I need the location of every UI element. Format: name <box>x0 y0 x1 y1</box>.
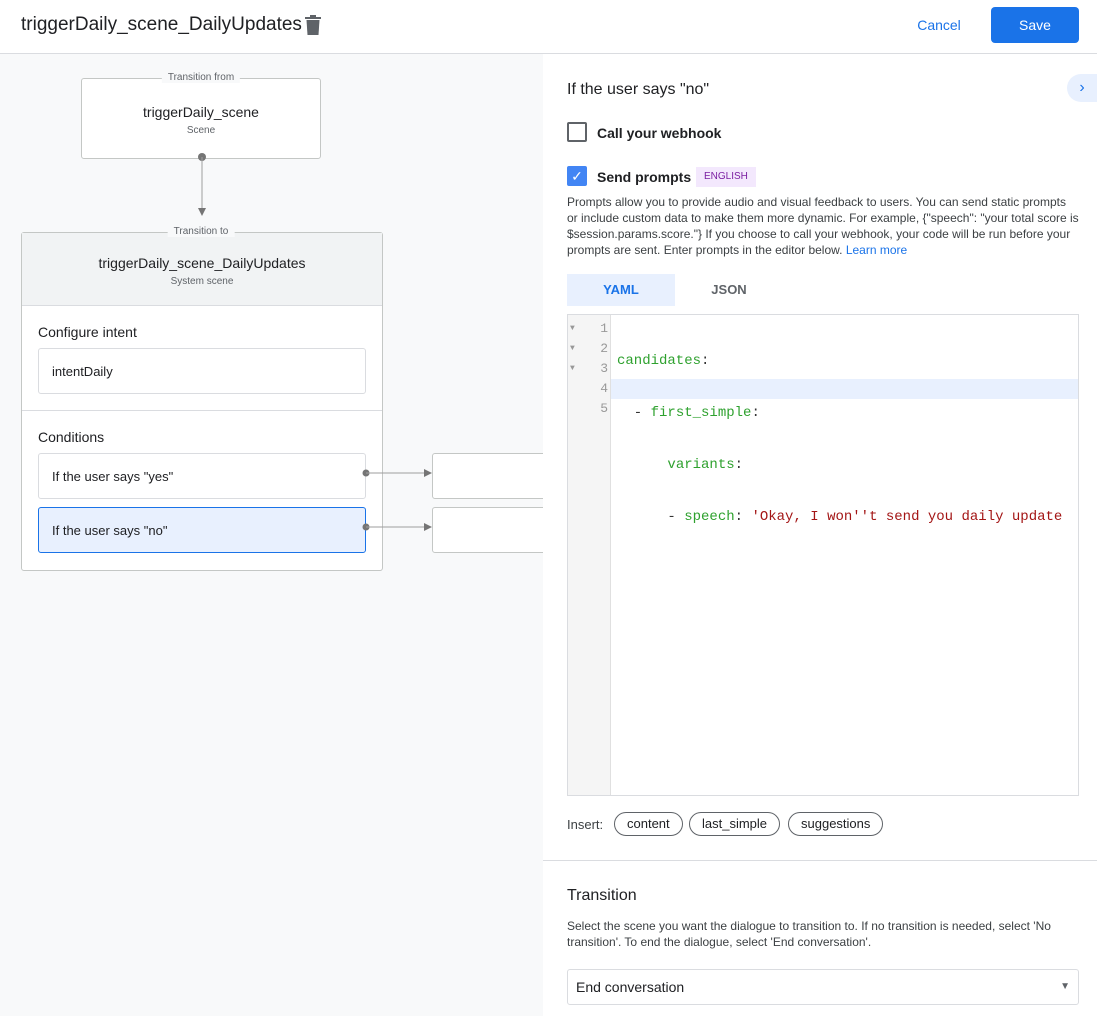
transition-to-label: Transition to <box>167 226 235 237</box>
prompts-description: Prompts allow you to provide audio and v… <box>567 195 1079 257</box>
configure-intent-heading: Configure intent <box>38 324 137 340</box>
connector-arrow <box>198 153 206 216</box>
send-prompts-label: Send prompts <box>597 169 692 185</box>
target-node-yes[interactable] <box>432 453 543 499</box>
code-content: candidates: - first_simple: variants: - … <box>617 353 1063 525</box>
trash-icon[interactable] <box>305 15 321 35</box>
insert-chip-suggestions[interactable]: suggestions <box>788 812 884 836</box>
transition-select[interactable]: End conversation▼ <box>567 969 1079 1005</box>
transition-from-label: Transition from <box>161 72 241 83</box>
from-scene-name: triggerDaily_scene <box>143 104 259 120</box>
divider <box>543 860 1097 861</box>
cancel-button[interactable]: Cancel <box>904 7 974 43</box>
condition-no[interactable]: If the user says "no" <box>38 507 366 553</box>
insert-chip-last-simple[interactable]: last_simple <box>689 812 781 836</box>
conditions-heading: Conditions <box>38 429 105 445</box>
collapse-panel-chevron-icon[interactable]: › <box>1067 74 1097 102</box>
intent-item[interactable]: intentDaily <box>38 348 366 394</box>
insert-chip-content[interactable]: content <box>614 812 683 836</box>
language-badge: ENGLISH <box>696 167 756 187</box>
from-scene-type: Scene <box>186 125 216 136</box>
tab-json[interactable]: JSON <box>711 282 747 297</box>
to-scene-name: triggerDaily_scene_DailyUpdates <box>98 255 306 271</box>
dropdown-arrow-icon: ▼ <box>1060 981 1070 992</box>
send-prompts-checkbox[interactable]: ✓ <box>567 166 587 186</box>
tab-yaml[interactable]: YAML <box>567 274 675 306</box>
code-editor[interactable]: ▼1 ▼2 ▼3 4 5 candidates: - first_simple:… <box>567 314 1079 796</box>
target-node-no[interactable] <box>432 507 543 553</box>
condition-yes[interactable]: If the user says "yes" <box>38 453 366 499</box>
scene-canvas: triggerDaily_scene Scene Transition from… <box>0 54 543 1016</box>
webhook-label: Call your webhook <box>597 125 722 141</box>
condition-connectors <box>362 469 432 531</box>
to-scene-type: System scene <box>170 276 234 287</box>
panel-heading: If the user says "no" <box>567 81 710 98</box>
webhook-checkbox[interactable] <box>567 122 587 142</box>
transition-heading: Transition <box>567 887 637 904</box>
learn-more-link[interactable]: Learn more <box>845 243 908 257</box>
transition-from-node[interactable]: triggerDaily_scene Scene <box>81 78 321 159</box>
header: triggerDaily_scene_DailyUpdates Cancel S… <box>0 0 1097 54</box>
condition-panel <box>543 54 1097 1016</box>
transition-to-node: triggerDaily_scene_DailyUpdates System s… <box>21 232 383 571</box>
save-button[interactable]: Save <box>991 7 1079 43</box>
insert-label: Insert: <box>567 817 604 832</box>
page-title: triggerDaily_scene_DailyUpdates <box>21 14 302 35</box>
transition-description: Select the scene you want the dialogue t… <box>567 919 1051 949</box>
